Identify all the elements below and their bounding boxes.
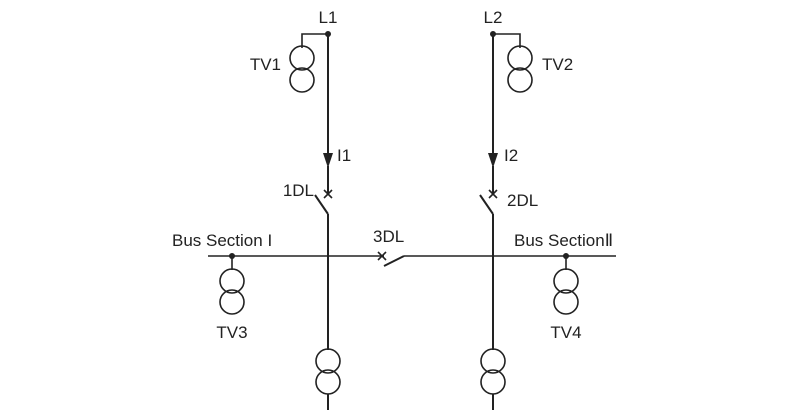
- busbar: Bus Section I Bus SectionⅡ 3DL: [172, 227, 616, 267]
- tv4: TV4: [550, 253, 582, 342]
- tv2-connection: [493, 33, 521, 48]
- breaker-2dl-cross-b: [488, 189, 498, 199]
- tv1-label: TV1: [250, 55, 281, 74]
- current-i1-label: I1: [337, 146, 351, 165]
- feeder-l2: L2 TV2 I2 2DL: [479, 8, 573, 410]
- current-direction-arrow-i2: [488, 153, 498, 168]
- breaker-2dl-label: 2DL: [507, 191, 538, 210]
- feeder-l1: L1 TV1 I1 1DL: [250, 8, 351, 410]
- breaker-3dl-label: 3DL: [373, 227, 404, 246]
- tv3-label: TV3: [216, 323, 247, 342]
- breaker-1dl-label: 1DL: [283, 181, 314, 200]
- right-power-transformer-symbol: [480, 348, 506, 395]
- breaker-2dl-blade: [479, 194, 494, 215]
- breaker-1dl-blade: [314, 194, 329, 215]
- line-l2-label: L2: [484, 8, 503, 27]
- bus-section-1-label: Bus Section I: [172, 231, 272, 250]
- left-power-transformer-symbol: [315, 348, 341, 395]
- tv2-transformer-symbol: [507, 45, 533, 93]
- breaker-1dl-cross-b: [323, 189, 333, 199]
- current-i2-label: I2: [504, 146, 518, 165]
- tv1-transformer-symbol: [289, 45, 315, 93]
- current-direction-arrow-i1: [323, 153, 333, 168]
- tv4-label: TV4: [550, 323, 581, 342]
- bus-section-2-label: Bus SectionⅡ: [514, 231, 613, 250]
- breaker-3dl-blade: [383, 255, 405, 267]
- tv2-label: TV2: [542, 55, 573, 74]
- line-l1-label: L1: [319, 8, 338, 27]
- tv3-transformer-symbol: [219, 268, 245, 315]
- tv4-transformer-symbol: [553, 268, 579, 315]
- tv3: TV3: [216, 253, 248, 342]
- breaker-3dl-cross-b: [377, 251, 387, 261]
- tv1-connection: [301, 33, 328, 48]
